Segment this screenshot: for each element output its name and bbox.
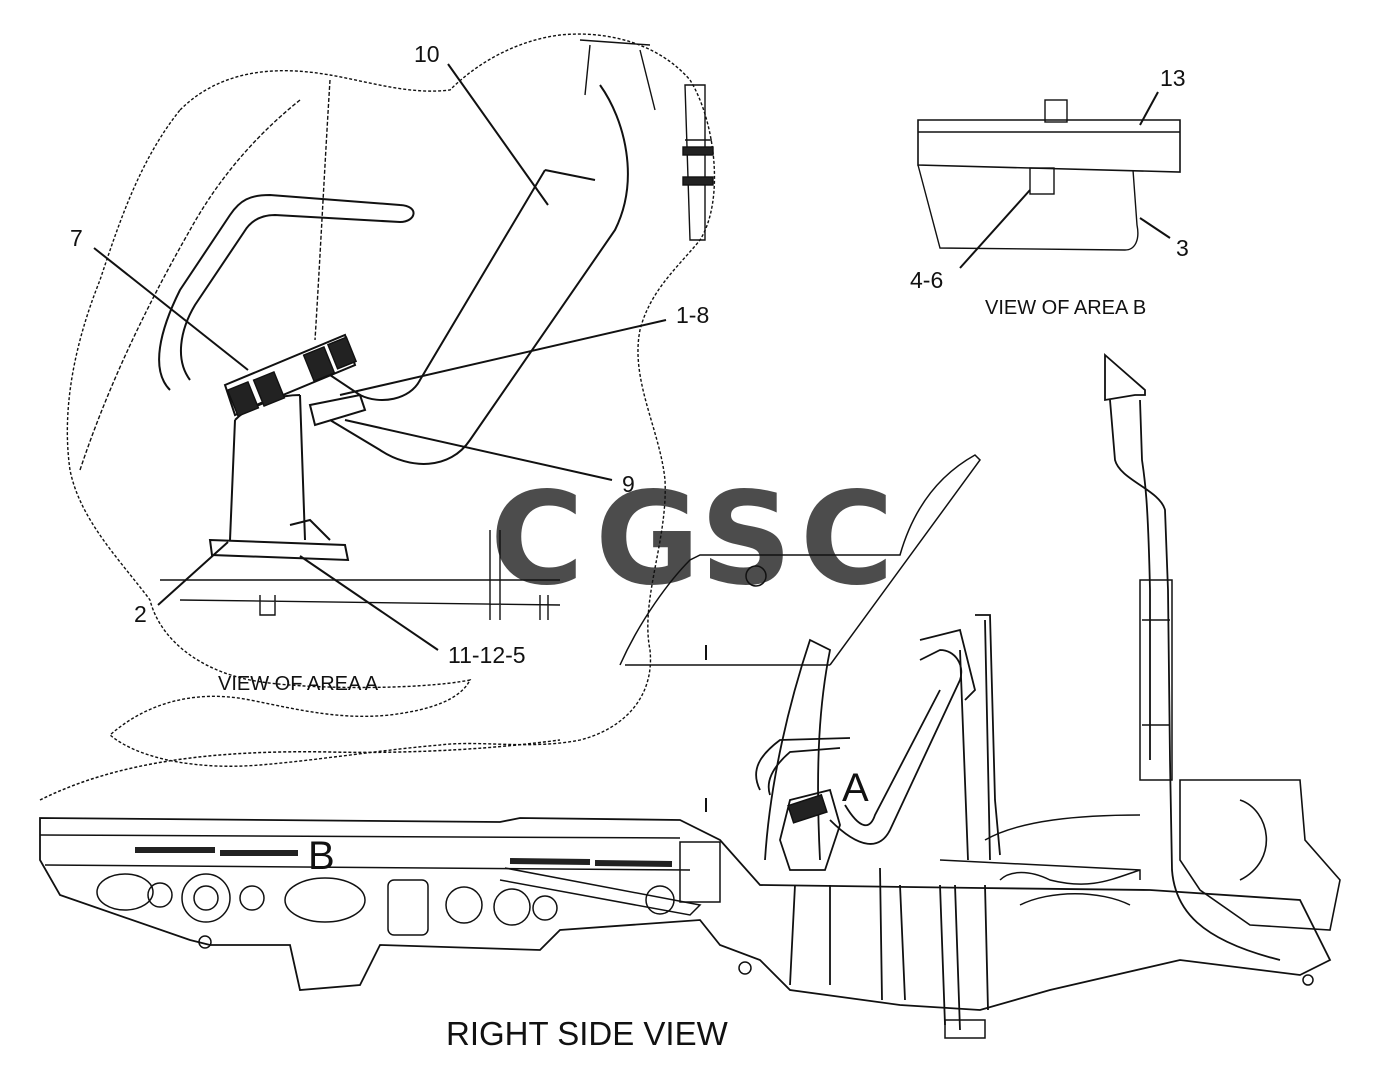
detail-b-cap	[1044, 99, 1068, 123]
main-area-a-assembly	[779, 788, 841, 871]
main-frame-body	[39, 817, 1332, 1011]
detail-a-bolt-upper	[682, 146, 714, 156]
main-exhaust-upper	[919, 628, 976, 701]
callout-9: 9	[622, 471, 635, 497]
detail-a-side-bracket	[684, 84, 712, 241]
main-lower-bracket	[944, 1019, 986, 1039]
detail-a-cab-edge	[314, 79, 331, 341]
callout-labels: 10 7 1-8 9 2 11-12-5 13 3 4-6	[70, 41, 1189, 668]
callout-10: 10	[414, 41, 440, 67]
detail-a-handrail	[158, 193, 415, 391]
main-front-pin	[738, 961, 752, 975]
frame-hole-2	[147, 882, 173, 908]
watermark-letter-3: S	[700, 465, 792, 614]
main-exhaust-curve	[829, 649, 963, 845]
right-side-view	[39, 353, 1341, 1039]
detail-a-flange	[308, 393, 367, 427]
frame-bracket-block	[679, 841, 721, 903]
main-stack	[1104, 353, 1281, 961]
frame-hole-5	[445, 886, 483, 924]
main-handrail	[755, 737, 851, 796]
cab-fitting	[745, 565, 767, 587]
detail-b-tank	[917, 164, 1139, 251]
detail-a-boundary	[66, 33, 716, 767]
frame-hole-3	[239, 885, 265, 911]
callout-3: 3	[1176, 235, 1189, 261]
area-marker-a: A	[842, 766, 869, 810]
callout-4-6: 4-6	[910, 267, 943, 293]
callout-13: 13	[1160, 65, 1186, 91]
detail-a-clamp	[223, 333, 358, 418]
callout-2: 2	[134, 601, 147, 627]
main-rear-pin	[1302, 974, 1314, 986]
detail-a-exhaust-pipe	[329, 84, 629, 465]
detail-view-area-b	[917, 99, 1181, 251]
detail-b-leaders	[959, 91, 1171, 269]
frame-hole-4	[284, 877, 366, 923]
cab-side-panel	[619, 454, 981, 666]
detail-a-fender	[79, 99, 301, 471]
frame-hole-7	[532, 895, 558, 921]
caption-view-area-a: VIEW OF AREA A	[218, 673, 379, 695]
area-marker-b: B	[308, 834, 335, 878]
frame-brace	[499, 867, 702, 916]
frame-hole-1	[96, 873, 154, 911]
callout-1-8: 1-8	[676, 302, 709, 328]
main-lower-frame	[939, 814, 1141, 906]
detail-a-support	[229, 394, 306, 541]
frame-hose-4	[594, 860, 673, 867]
main-rear-housing	[1179, 779, 1341, 931]
watermark-letter-4: C	[800, 465, 894, 614]
watermark-letter-1: C	[490, 465, 584, 614]
caption-right-side-view: RIGHT SIDE VIEW	[446, 1015, 729, 1052]
detail-b-plate	[917, 119, 1181, 173]
detail-a-leaders	[93, 63, 667, 651]
cab-post	[764, 638, 832, 861]
callout-11-12-5: 11-12-5	[448, 642, 526, 668]
main-stack-muffler	[1139, 579, 1173, 781]
frame-pin	[198, 935, 212, 949]
detail-a-base-plate	[208, 518, 350, 562]
main-frame-mid-line	[39, 834, 691, 871]
watermark: C G S C	[490, 465, 894, 614]
detail-a-bolt-lower	[682, 176, 714, 186]
main-frame-top	[39, 739, 561, 801]
frame-hose-3	[509, 858, 591, 865]
detail-a-pipe-lip	[579, 39, 656, 111]
frame-hub	[181, 873, 231, 923]
frame-hub-inner	[193, 885, 219, 911]
watermark-letter-2: G	[595, 465, 700, 614]
callout-7: 7	[70, 225, 83, 251]
main-area-a-clamp	[787, 793, 828, 824]
frame-hole-6	[493, 888, 531, 926]
main-crossmember	[789, 867, 989, 1031]
main-vertical-stack-2	[959, 614, 1001, 861]
detail-view-area-a	[66, 33, 716, 767]
frame-access-cover	[387, 879, 429, 936]
detail-b-fitting	[1029, 167, 1055, 195]
caption-view-area-b: VIEW OF AREA B	[985, 297, 1146, 319]
